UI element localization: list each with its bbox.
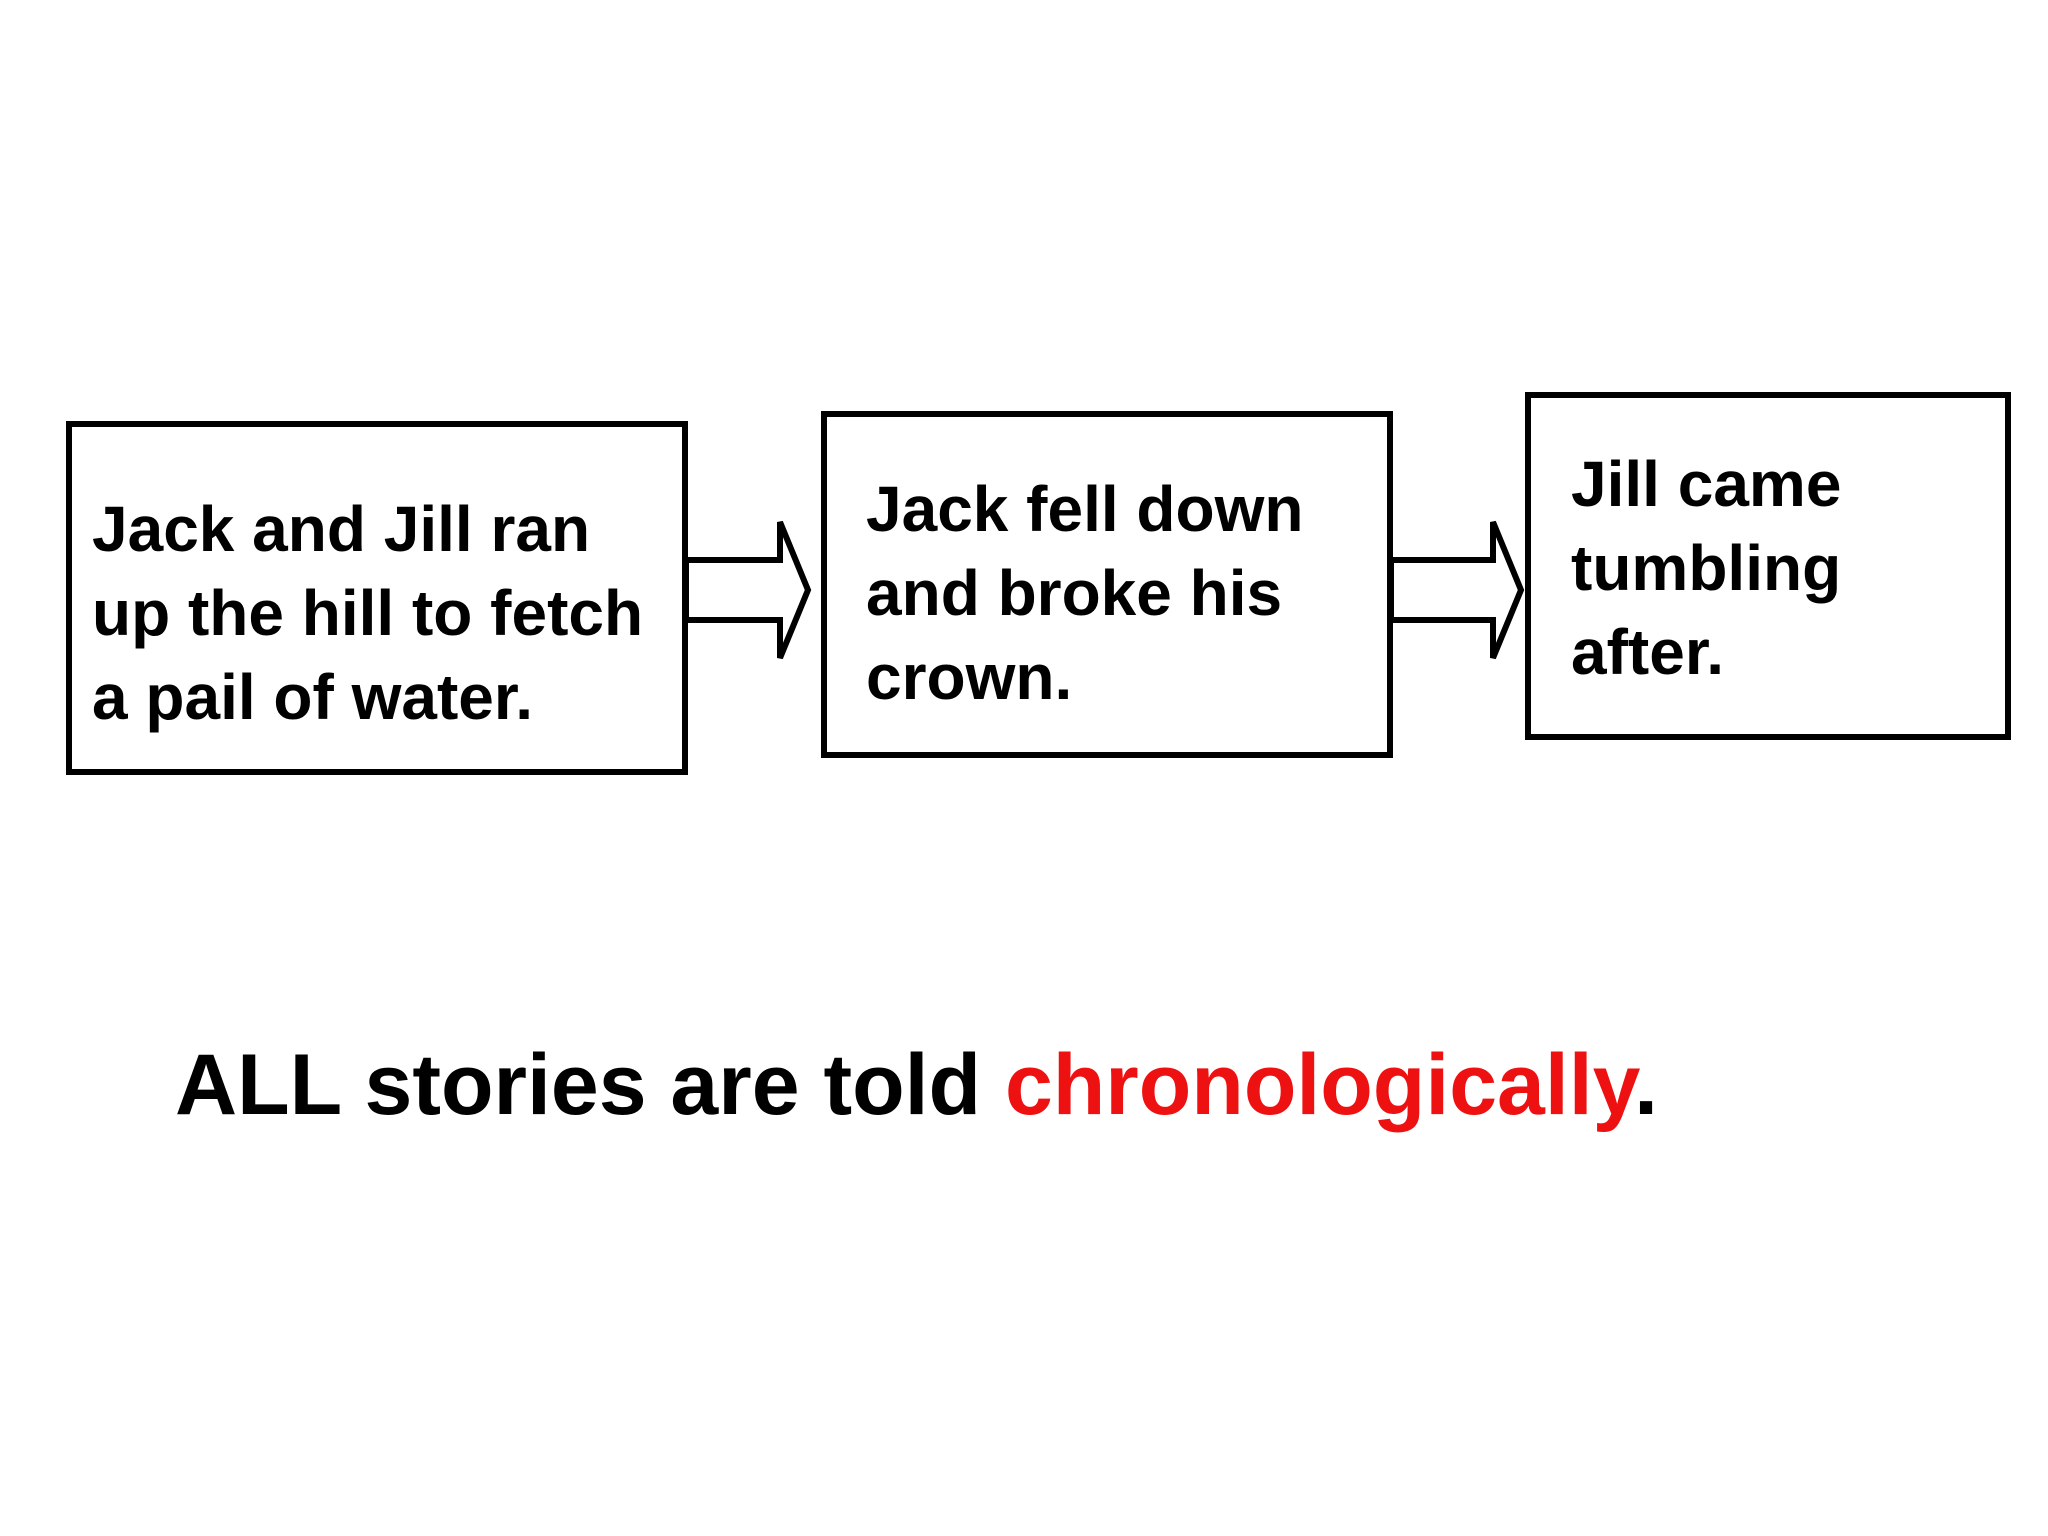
- story-box-1: Jack and Jill ran up the hill to fetch a…: [66, 421, 688, 775]
- caption-suffix: .: [1634, 1037, 1659, 1133]
- story-box-3-text: Jill came tumbling after.: [1571, 442, 1841, 694]
- arrow-1-shape: [684, 520, 812, 660]
- story-box-1-line-1: Jack and Jill ran: [92, 493, 591, 565]
- caption-prefix: ALL stories are told: [175, 1037, 1005, 1133]
- caption-highlight: chronologically: [1004, 1037, 1635, 1133]
- right-arrow-icon: [1389, 520, 1525, 660]
- story-box-2-line-1: Jack fell down: [866, 473, 1304, 545]
- story-box-3-line-3: after.: [1571, 616, 1724, 688]
- story-box-1-text: Jack and Jill ran up the hill to fetch a…: [92, 487, 643, 739]
- story-box-3-line-2: tumbling: [1571, 532, 1842, 604]
- story-box-2: Jack fell down and broke his crown.: [821, 411, 1393, 758]
- story-box-3-line-1: Jill came: [1571, 448, 1842, 520]
- story-box-1-line-3: a pail of water.: [92, 661, 534, 733]
- right-arrow-icon: [684, 520, 812, 660]
- arrow-2-shape: [1389, 520, 1525, 660]
- story-box-2-line-3: crown.: [866, 641, 1073, 713]
- story-box-3: Jill came tumbling after.: [1525, 392, 2011, 740]
- story-box-1-line-2: up the hill to fetch: [92, 577, 644, 649]
- story-box-2-line-2: and broke his: [866, 557, 1283, 629]
- caption: ALL stories are told chronologically.: [175, 1035, 1658, 1135]
- story-box-2-text: Jack fell down and broke his crown.: [866, 467, 1303, 719]
